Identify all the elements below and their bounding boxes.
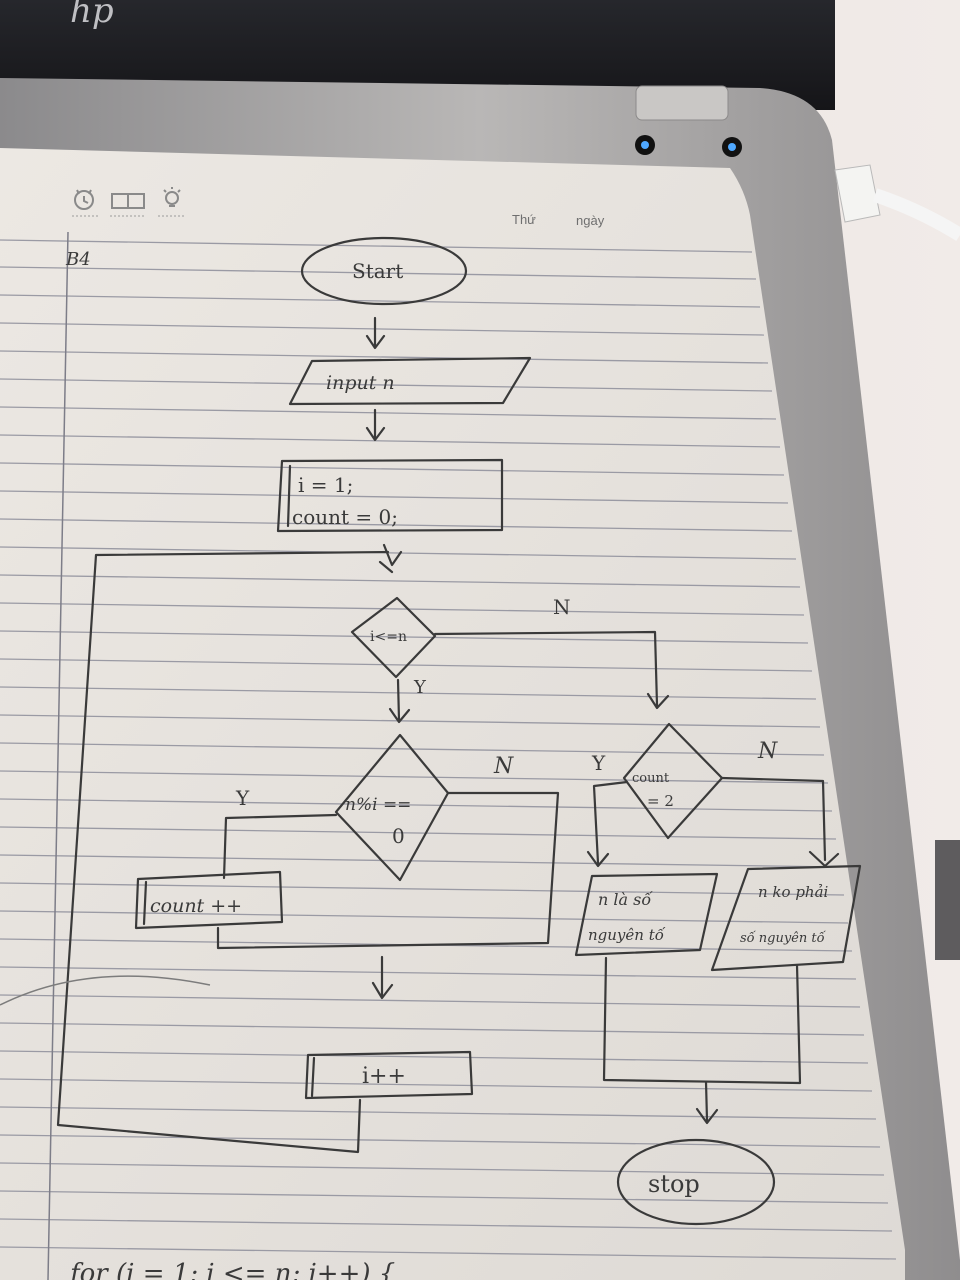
mod-condition-diamond <box>334 733 450 882</box>
merge-line <box>602 956 802 1085</box>
count-increment-label: count ++ <box>150 895 242 917</box>
loop-back-line <box>56 550 390 1154</box>
stray-pencil-mark <box>0 975 211 1006</box>
init-line-2: count = 0; <box>292 505 398 529</box>
arrow-count-yes <box>586 780 629 868</box>
count-yes-label: Y <box>591 751 606 775</box>
date-label: ngày <box>576 213 605 228</box>
loop-condition-label: i<=n <box>370 629 407 645</box>
input-label: input n <box>326 372 395 394</box>
mod-yes-label: Y <box>235 786 250 810</box>
count-condition-line-2: = 2 <box>647 792 674 810</box>
output-prime-line-2: nguyên tố <box>588 926 666 944</box>
arrow-into-loop <box>378 543 403 574</box>
notebook-page <box>0 148 905 1280</box>
start-label: Start <box>352 259 403 283</box>
ruled-lines <box>0 239 897 1260</box>
i-increment-box <box>304 1050 474 1100</box>
alarm-clock-icon <box>74 189 94 210</box>
flowchart <box>56 236 862 1226</box>
output-prime-line-1: n là số <box>598 890 653 909</box>
arrow-to-stop <box>695 1080 719 1125</box>
loop-yes-label: Y <box>413 677 427 698</box>
laptop-port <box>935 840 960 960</box>
laptop-hinge <box>635 85 729 121</box>
arrow-input-init <box>365 408 386 442</box>
stop-terminal <box>616 1138 776 1226</box>
mod-no-label: N <box>493 754 514 779</box>
mod-condition-line-1: n%i == <box>345 795 411 815</box>
book-icon <box>111 193 145 209</box>
page-label: B4 <box>65 249 91 270</box>
count-condition-diamond <box>622 722 724 840</box>
init-line-1: i = 1; <box>298 473 353 497</box>
output-not-prime-box <box>710 864 862 972</box>
margin-line <box>47 231 69 1280</box>
start-terminal <box>300 236 468 306</box>
init-process-box <box>276 458 504 533</box>
light-bulb-icon <box>163 187 181 207</box>
cable <box>872 188 960 241</box>
loop-condition-diamond <box>350 596 437 679</box>
i-increment-label: i++ <box>362 1064 406 1089</box>
hp-logo: hp <box>70 0 114 31</box>
mod-condition-line-2: 0 <box>392 824 405 848</box>
output-not-prime-line-2: số nguyên tố <box>740 930 827 946</box>
arrow-loop-yes <box>388 678 411 724</box>
stop-label: stop <box>648 1170 700 1198</box>
output-prime-box <box>574 872 719 957</box>
bottom-code-scribble: for (i = 1; i <= n; i++) { <box>68 1259 395 1280</box>
count-condition-line-1: count <box>632 771 670 786</box>
line-mod-no <box>216 791 560 950</box>
arrow-loop-no <box>433 630 670 710</box>
loop-no-label: N <box>553 595 571 619</box>
arrow-start-input <box>365 316 386 350</box>
input-box <box>288 356 532 406</box>
output-not-prime-line-1: n ko phải <box>758 883 829 901</box>
count-no-label: N <box>757 739 778 764</box>
count-increment-box <box>134 870 284 930</box>
ethernet-plug-icon <box>834 164 881 223</box>
day-label: Thứ <box>512 212 536 227</box>
arrow-to-i-increment <box>371 955 394 1000</box>
line-mod-yes <box>222 813 338 880</box>
